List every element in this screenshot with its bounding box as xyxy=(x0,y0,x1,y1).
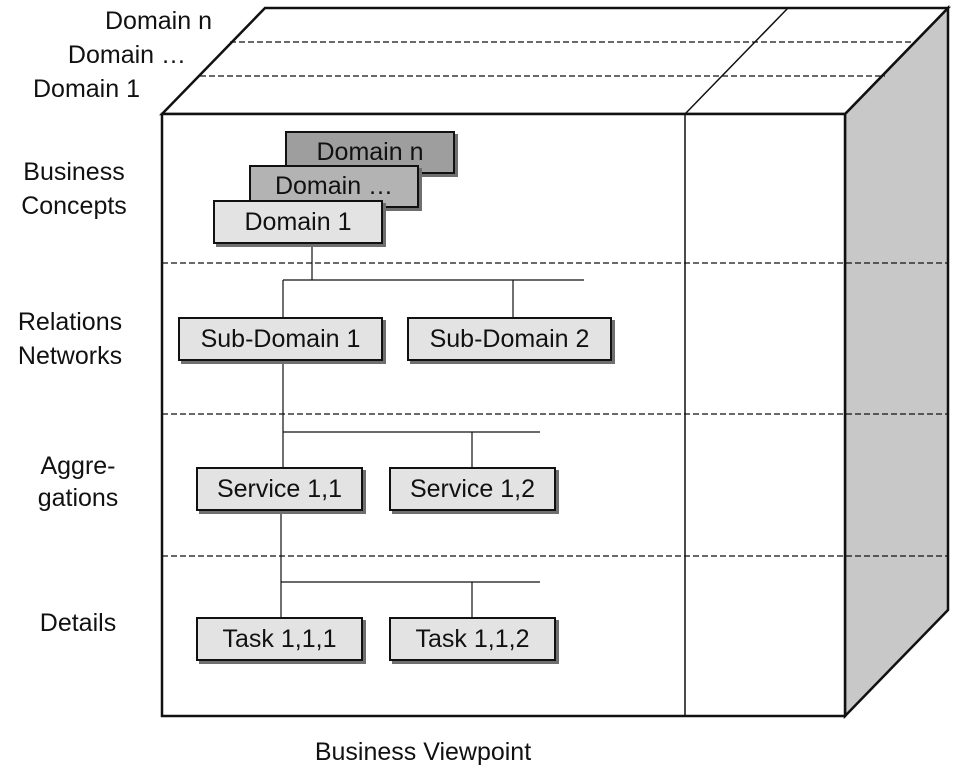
row-label-relations-networks-line2: Networks xyxy=(17,342,123,370)
row-label-business-concepts-line2: Concepts xyxy=(21,192,127,220)
service-box-1-1: Service 1,1 xyxy=(196,467,363,511)
row-label-aggregations-line2: gations xyxy=(37,484,119,512)
row-label-relations-networks-line1: Relations xyxy=(17,308,123,336)
cube-side-face xyxy=(843,4,950,720)
row-label-details: Details xyxy=(39,609,117,637)
task-box-1-1-2: Task 1,1,2 xyxy=(389,617,556,661)
cube-top-face xyxy=(159,6,951,116)
depth-label-domain-ellipsis: Domain … xyxy=(67,41,186,69)
subdomain-box-2: Sub-Domain 2 xyxy=(407,317,612,361)
caption: Business Viewpoint xyxy=(314,738,532,766)
depth-label-domain-1: Domain 1 xyxy=(33,75,140,103)
domain-box-ellipsis: Domain … xyxy=(249,165,419,208)
depth-label-domain-n: Domain n xyxy=(105,7,212,35)
subdomain-box-1: Sub-Domain 1 xyxy=(178,317,383,361)
task-box-1-1-1: Task 1,1,1 xyxy=(196,617,363,661)
service-box-1-2: Service 1,2 xyxy=(389,467,556,511)
row-label-aggregations-line1: Aggre- xyxy=(40,452,116,480)
top-divider xyxy=(684,7,789,115)
domain-box-1: Domain 1 xyxy=(213,200,383,244)
row-label-business-concepts-line1: Business xyxy=(23,158,125,186)
